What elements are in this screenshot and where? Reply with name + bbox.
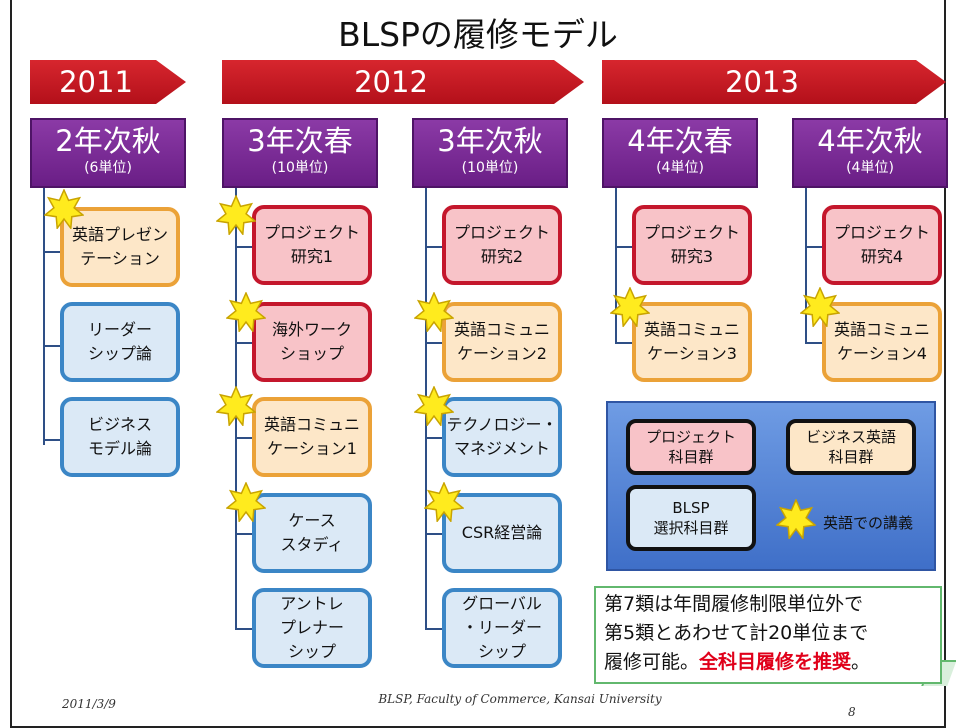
semester-title: 3年次秋	[437, 124, 543, 158]
note-line: 第5類とあわせて計20単位まで	[604, 622, 869, 644]
connector-line	[805, 188, 807, 343]
connector-branch	[43, 439, 60, 441]
course-project-research-1: プロジェクト 研究1	[252, 205, 372, 285]
semester-title: 4年次秋	[817, 124, 923, 158]
footer-date: 2011/3/9	[62, 697, 116, 711]
year-2012-arrow: 2012	[222, 60, 584, 104]
connector-branch	[805, 246, 822, 248]
footer-institution: BLSP, Faculty of Commerce, Kansai Univer…	[378, 692, 662, 706]
star-icon	[226, 292, 266, 332]
connector-branch	[43, 345, 60, 347]
connector-branch	[615, 246, 632, 248]
course-csr-management: CSR経営論	[442, 493, 562, 573]
connector-branch	[425, 533, 442, 535]
course-project-research-2: プロジェクト 研究2	[442, 205, 562, 285]
note-callout: 第7類は年間履修制限単位外で 第5類とあわせて計20単位まで 履修可能。全科目履…	[594, 586, 942, 684]
page-number: 8	[848, 705, 856, 719]
semester-units: (4単位)	[846, 160, 894, 176]
connector-branch	[425, 437, 442, 439]
connector-branch	[235, 533, 252, 535]
semester-title: 3年次春	[247, 124, 353, 158]
course-english-communication-3: 英語コミュニ ケーション3	[632, 302, 752, 382]
star-icon	[216, 386, 256, 426]
semester-box: 3年次秋 (10単位)	[412, 118, 568, 188]
year-label: 2011	[59, 65, 133, 99]
semester-box: 4年次秋 (4単位)	[792, 118, 948, 188]
course-overseas-workshop: 海外ワーク ショップ	[252, 302, 372, 382]
semester-units: (10単位)	[271, 160, 329, 176]
slide-title: BLSPの履修モデル	[338, 15, 618, 54]
course-case-study: ケース スタディ	[252, 493, 372, 573]
semester-units: (4単位)	[656, 160, 704, 176]
semester-box: 3年次春 (10単位)	[222, 118, 378, 188]
connector-line	[43, 188, 45, 445]
note-emphasis: 全科目履修を推奨	[699, 651, 852, 673]
note-line: 第7類は年間履修制限単位外で	[604, 593, 864, 615]
legend-elective-courses: BLSP 選択科目群	[626, 485, 756, 551]
course-english-presentation: 英語プレゼン テーション	[60, 207, 180, 287]
course-entrepreneurship: アントレ プレナー シップ	[252, 588, 372, 668]
star-icon	[216, 195, 256, 235]
star-icon	[424, 482, 464, 522]
star-icon	[226, 482, 266, 522]
course-english-communication-4: 英語コミュニ ケーション4	[822, 302, 942, 382]
legend-business-english-courses: ビジネス英語 科目群	[786, 419, 916, 475]
star-icon	[800, 287, 840, 327]
connector-branch	[43, 251, 60, 253]
semester-units: (6単位)	[84, 160, 132, 176]
course-technology-management: テクノロジー・ マネジメント	[442, 397, 562, 477]
connector-branch	[805, 342, 822, 344]
course-business-model-theory: ビジネス モデル論	[60, 397, 180, 477]
semester-units: (10単位)	[461, 160, 519, 176]
legend-english-lecture-label: 英語での講義	[823, 514, 914, 532]
connector-branch	[425, 246, 442, 248]
semester-title: 2年次秋	[55, 124, 161, 158]
connector-branch	[615, 342, 632, 344]
connector-branch	[425, 342, 442, 344]
year-label: 2012	[354, 65, 428, 99]
connector-branch	[235, 342, 252, 344]
course-english-communication-2: 英語コミュニ ケーション2	[442, 302, 562, 382]
year-2011-arrow: 2011	[30, 60, 186, 104]
star-icon	[776, 499, 816, 539]
course-leadership-theory: リーダー シップ論	[60, 302, 180, 382]
course-project-research-3: プロジェクト 研究3	[632, 205, 752, 285]
connector-branch	[425, 628, 442, 630]
legend-panel: プロジェクト 科目群 ビジネス英語 科目群 BLSP 選択科目群 英語での講義	[606, 401, 936, 571]
year-label: 2013	[725, 65, 799, 99]
legend-project-courses: プロジェクト 科目群	[626, 419, 756, 475]
note-line: 履修可能。全科目履修を推奨。	[604, 651, 871, 673]
star-icon	[414, 386, 454, 426]
semester-title: 4年次春	[627, 124, 733, 158]
semester-box: 4年次春 (4単位)	[602, 118, 758, 188]
course-project-research-4: プロジェクト 研究4	[822, 205, 942, 285]
connector-line	[615, 188, 617, 343]
year-2013-arrow: 2013	[602, 60, 946, 104]
connector-branch	[235, 437, 252, 439]
star-icon	[414, 292, 454, 332]
star-icon	[44, 189, 84, 229]
star-icon	[610, 287, 650, 327]
course-english-communication-1: 英語コミュニ ケーション1	[252, 397, 372, 477]
connector-branch	[235, 628, 252, 630]
course-global-leadership: グローバル ・リーダー シップ	[442, 588, 562, 668]
connector-branch	[235, 246, 252, 248]
semester-box: 2年次秋 (6単位)	[30, 118, 186, 188]
